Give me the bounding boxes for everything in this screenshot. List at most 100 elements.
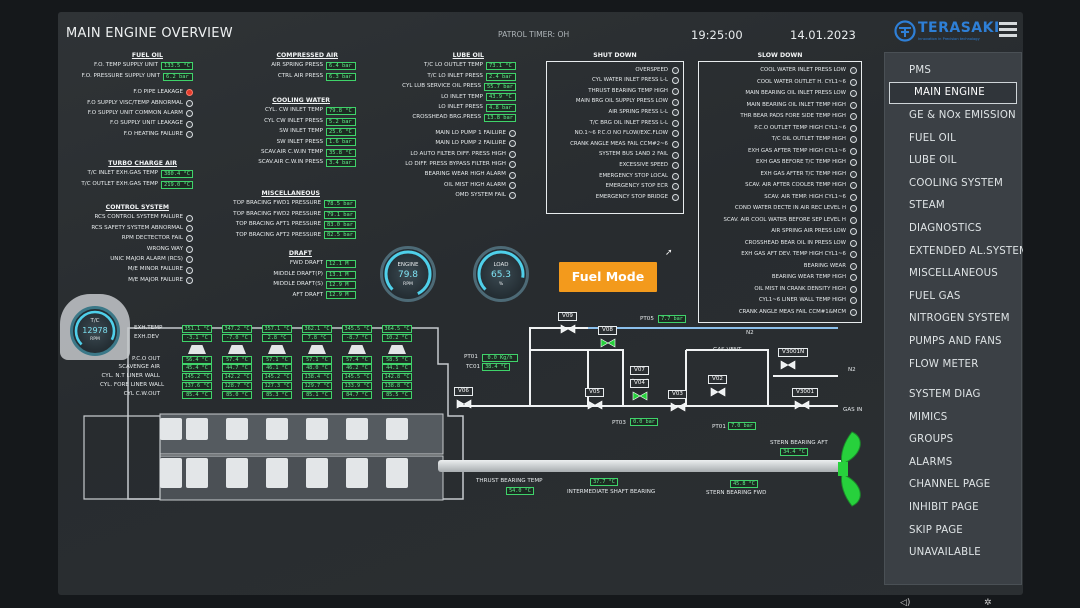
- valve-icon[interactable]: [560, 324, 576, 334]
- valve-label[interactable]: V09: [558, 312, 577, 321]
- slowdown-item[interactable]: SCAV. AIR TEMP. HIGH CYL1~6: [703, 192, 857, 204]
- fuel-oil-alarm[interactable]: F.O SUPPLY VISC/TEMP ABNORMAL: [68, 98, 193, 108]
- valve-label[interactable]: V3001: [792, 388, 819, 397]
- slowdown-item[interactable]: COND WATER DECTE IN AIR REC LEVEL H: [703, 203, 857, 215]
- lube-oil-alarm[interactable]: LO AUTO FILTER DIFF. PRESS HIGH: [398, 149, 516, 159]
- control-alarm[interactable]: WRONG WAY: [68, 244, 193, 254]
- control-alarm[interactable]: UNIC MAJOR ALARM (RCS): [68, 255, 193, 265]
- valve-label[interactable]: V07: [630, 366, 649, 375]
- menu-item[interactable]: MIMICS: [909, 411, 948, 423]
- monitor-speaker-icon[interactable]: ◁): [900, 598, 911, 608]
- slowdown-item[interactable]: MAIN BEARING OIL INLET TEMP HIGH: [703, 100, 857, 112]
- slowdown-item[interactable]: SCAV. AIR AFTER COOLER TEMP HIGH: [703, 180, 857, 192]
- menu-item[interactable]: PMS: [909, 64, 931, 76]
- valve-icon[interactable]: [587, 400, 603, 410]
- slowdown-item[interactable]: BEARING WEAR: [703, 261, 857, 273]
- menu-item[interactable]: COOLING SYSTEM: [909, 177, 1003, 189]
- shutdown-item[interactable]: T/C BRG OIL INLET PRESS L-L: [551, 118, 679, 129]
- menu-item[interactable]: DIAGNOSTICS: [909, 222, 982, 234]
- slowdown-item[interactable]: BEARING WEAR TEMP HIGH: [703, 272, 857, 284]
- lube-oil-alarm[interactable]: BEARING WEAR HIGH ALARM: [398, 170, 516, 180]
- slowdown-item[interactable]: SCAV. AIR COOL WATER BEFORE SEP LEVEL H: [703, 215, 857, 227]
- lube-oil-alarm[interactable]: OMD SYSTEM FAIL: [398, 191, 516, 201]
- menu-item[interactable]: EXTENDED AL.SYSTEM: [909, 245, 1023, 257]
- slowdown-item[interactable]: EXH GAS AFTER T/C TEMP HIGH: [703, 169, 857, 181]
- slowdown-item[interactable]: CRANK ANGLE MEAS FAIL CCM#1&MCM: [703, 307, 857, 319]
- tc-rpm-gauge[interactable]: T/C 12978 RPM: [70, 306, 120, 356]
- valve-label[interactable]: V08: [598, 326, 617, 335]
- menu-item[interactable]: SKIP PAGE: [909, 524, 963, 536]
- fuel-oil-alarm[interactable]: F.O PIPE LEAKAGE: [68, 88, 193, 98]
- valve-icon[interactable]: [632, 391, 648, 401]
- lube-oil-alarm[interactable]: MAIN LO PUMP 1 FAILURE: [398, 128, 516, 138]
- menu-item[interactable]: LUBE OIL: [909, 155, 957, 167]
- slowdown-item[interactable]: CROSSHEAD BEAR OIL IN PRESS LOW: [703, 238, 857, 250]
- fuel-oil-alarm[interactable]: F.O SUPPLY UNIT COMMON ALARM: [68, 109, 193, 119]
- shutdown-item[interactable]: SYSTEM BUS 1AND 2 FAIL: [551, 150, 679, 161]
- lube-oil-alarm[interactable]: MAIN LO PUMP 2 FAILURE: [398, 139, 516, 149]
- slowdown-item[interactable]: COOL WATER OUTLET H. CYL1~6: [703, 77, 857, 89]
- valve-icon[interactable]: [780, 360, 796, 370]
- menu-item[interactable]: FUEL OIL: [909, 132, 956, 144]
- control-alarm[interactable]: RCS SAFETY SYSTEM ABNORMAL: [68, 223, 193, 233]
- slowdown-item[interactable]: EXH GAS BEFORE T/C TEMP HIGH: [703, 157, 857, 169]
- slowdown-item[interactable]: P.C.O OUTLET TEMP HIGH CYL1~6: [703, 123, 857, 135]
- valve-icon[interactable]: [710, 387, 726, 397]
- slowdown-item[interactable]: AIR SPRING AIR PRESS LOW: [703, 226, 857, 238]
- control-alarm[interactable]: RPM DECTECTOR FAIL: [68, 234, 193, 244]
- shutdown-item[interactable]: CYL WATER INLET PRESS L-L: [551, 76, 679, 87]
- menu-item[interactable]: FLOW METER: [909, 358, 979, 370]
- valve-icon[interactable]: [670, 402, 686, 412]
- lube-oil-alarm[interactable]: OIL MIST HIGH ALARM: [398, 180, 516, 190]
- lube-oil-alarm[interactable]: LO DIFF. PRESS BYPASS FILTER HIGH: [398, 160, 516, 170]
- menu-item[interactable]: GROUPS: [909, 434, 954, 446]
- slowdown-item[interactable]: THR BEAR PADS FORE SIDE TEMP HIGH: [703, 111, 857, 123]
- control-alarm[interactable]: M/E MAJOR FAILURE: [68, 275, 193, 285]
- shutdown-item[interactable]: OVERSPEED: [551, 65, 679, 76]
- menu-item[interactable]: CHANNEL PAGE: [909, 479, 991, 491]
- fuel-oil-alarm[interactable]: F.O SUPPLY UNIT LEAKAGE: [68, 119, 193, 129]
- menu-item[interactable]: UNAVAILABLE: [909, 547, 981, 559]
- slowdown-item[interactable]: OIL MIST IN CRANK DENSITY HIGH: [703, 284, 857, 296]
- menu-item[interactable]: SYSTEM DIAG: [909, 389, 981, 401]
- menu-item[interactable]: MAIN ENGINE: [889, 81, 1017, 105]
- shutdown-item[interactable]: THRUST BEARING TEMP HIGH: [551, 86, 679, 97]
- menu-item[interactable]: MISCELLANEOUS: [909, 268, 998, 280]
- shutdown-item[interactable]: EMERGENCY STOP ECR: [551, 182, 679, 193]
- engine-rpm-gauge[interactable]: ENGINE 79.8 RPM: [380, 246, 436, 302]
- shutdown-item[interactable]: MAIN BRG OIL SUPPLY PRESS LOW: [551, 97, 679, 108]
- valve-icon[interactable]: [794, 400, 810, 410]
- menu-item[interactable]: ALARMS: [909, 456, 953, 468]
- valve-label[interactable]: V05: [585, 388, 604, 397]
- valve-label[interactable]: V02: [708, 375, 727, 384]
- control-alarm[interactable]: M/E MINOR FAILURE: [68, 265, 193, 275]
- menu-item[interactable]: INHIBIT PAGE: [909, 502, 979, 514]
- valve-label[interactable]: V03: [668, 390, 687, 399]
- valve-label[interactable]: V04: [630, 379, 649, 388]
- slowdown-item[interactable]: EXH GAS AFT DEV. TEMP HIGH CYL1~6: [703, 249, 857, 261]
- valve-label[interactable]: V06: [454, 387, 473, 396]
- control-alarm[interactable]: RCS CONTROL SYSTEM FAILURE: [68, 213, 193, 223]
- slowdown-item[interactable]: T/C OIL OUTLET TEMP HIGH: [703, 134, 857, 146]
- fuel-mode-button[interactable]: Fuel Mode: [559, 262, 657, 292]
- slowdown-item[interactable]: EXH GAS AFTER TEMP HIGH CYL1~6: [703, 146, 857, 158]
- menu-item[interactable]: NITROGEN SYSTEM: [909, 313, 1010, 325]
- shutdown-item[interactable]: EMERGENCY STOP BRIDGE: [551, 192, 679, 203]
- slowdown-item[interactable]: CYL1~6 LINER WALL TEMP HIGH: [703, 295, 857, 307]
- slowdown-item[interactable]: MAIN BEARING OIL INLET PRESS LOW: [703, 88, 857, 100]
- hamburger-menu-icon[interactable]: [999, 20, 1017, 38]
- shutdown-item[interactable]: CRANK ANGLE MEAS FAIL CCM#2~6: [551, 139, 679, 150]
- monitor-settings-icon[interactable]: ✲: [984, 598, 992, 608]
- slowdown-item[interactable]: COOL WATER INLET PRESS LOW: [703, 65, 857, 77]
- load-gauge[interactable]: LOAD 65.3 %: [473, 246, 529, 302]
- shutdown-item[interactable]: EXCESSIVE SPEED: [551, 160, 679, 171]
- menu-item[interactable]: STEAM: [909, 200, 945, 212]
- valve-icon[interactable]: [456, 399, 472, 409]
- shutdown-item[interactable]: EMERGENCY STOP LOCAL: [551, 171, 679, 182]
- fuel-oil-alarm[interactable]: F.O HEATING FAILURE: [68, 129, 193, 139]
- shutdown-item[interactable]: NO.1~6 P.C.O NO FLOW/EXC.FLOW: [551, 129, 679, 140]
- valve-icon[interactable]: [600, 338, 616, 348]
- menu-item[interactable]: GE & NOx EMISSION: [909, 109, 1016, 121]
- shutdown-item[interactable]: AIR SPRING PRESS L-L: [551, 107, 679, 118]
- valve-label[interactable]: V3001N: [778, 348, 809, 357]
